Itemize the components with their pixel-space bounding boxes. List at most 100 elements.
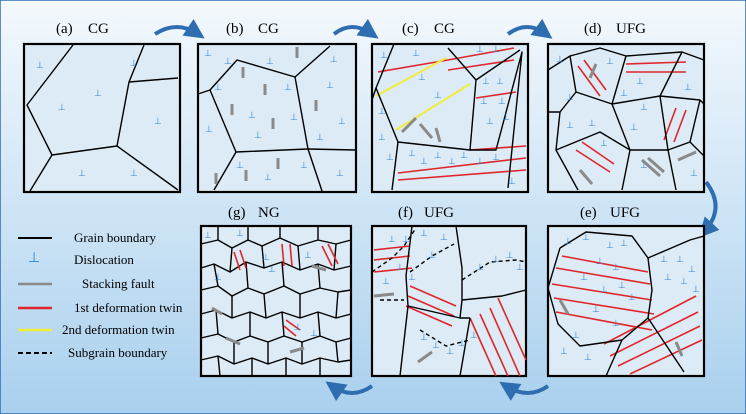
dislocations-e: ⊥⊥ ⊥⊥ ⊥⊥ ⊥⊥ ⊥⊥ ⊥⊥ ⊥⊥ ⊥⊥ ⊥⊥ ⊥⊥ ⊥ — [560, 233, 700, 363]
twins-red-f — [373, 245, 527, 377]
svg-text:⊥: ⊥ — [612, 319, 620, 329]
subgrain-boundaries-f — [371, 227, 527, 347]
panel-title-e: (e) UFG — [580, 205, 640, 221]
legend-item-2nd-twin: 2nd deformation twin — [18, 322, 175, 337]
svg-text:⊥: ⊥ — [154, 117, 162, 127]
svg-text:⊥: ⊥ — [266, 57, 274, 67]
svg-text:⊥: ⊥ — [378, 107, 386, 117]
dislocations-g: ⊥⊥ ⊥⊥ ⊥⊥ ⊥⊥ — [204, 229, 318, 339]
grain-boundaries-e — [547, 231, 705, 377]
legend: Grain boundary ⊥ Dislocation Stacking fa… — [18, 230, 183, 360]
panel-a: ⊥ ⊥ ⊥ ⊥ ⊥ ⊥ ⊥ — [22, 42, 182, 194]
svg-text:⊥: ⊥ — [560, 347, 568, 357]
svg-text:⊥: ⊥ — [496, 77, 504, 87]
svg-text:⊥: ⊥ — [418, 73, 426, 83]
svg-text:⊥: ⊥ — [636, 77, 644, 87]
panel-c: ⊥⊥ ⊥⊥ ⊥⊥ ⊥⊥ ⊥⊥ ⊥⊥ ⊥⊥ ⊥⊥ ⊥⊥ ⊥⊥ ⊥⊥ ⊥ — [370, 42, 530, 194]
panel-letter-e: (e) — [580, 205, 597, 221]
svg-text:⊥: ⊥ — [486, 117, 494, 127]
legend-label: Stacking fault — [82, 276, 155, 291]
grain-boundaries-b — [197, 45, 356, 192]
svg-text:⊥: ⊥ — [660, 255, 668, 265]
svg-text:⊥: ⊥ — [498, 97, 506, 107]
panel-name-f: UFG — [424, 205, 454, 221]
grain-boundaries-a — [26, 44, 179, 192]
stacking-faults-e — [558, 299, 684, 357]
svg-text:⊥: ⊥ — [564, 237, 572, 247]
panel-title-c: (c) CG — [402, 21, 455, 37]
svg-text:⊥: ⊥ — [130, 169, 138, 179]
dislocations-a: ⊥ ⊥ ⊥ ⊥ ⊥ ⊥ ⊥ — [36, 59, 162, 179]
svg-text:⊥: ⊥ — [664, 273, 672, 283]
panel-title-f: (f) UFG — [398, 205, 454, 221]
svg-text:⊥: ⊥ — [688, 265, 696, 275]
svg-text:⊥: ⊥ — [516, 263, 524, 273]
svg-text:⊥: ⊥ — [130, 59, 138, 69]
panel-letter-c: (c) — [402, 21, 419, 37]
svg-text:⊥: ⊥ — [338, 117, 346, 127]
svg-text:⊥: ⊥ — [640, 103, 648, 113]
svg-text:⊥: ⊥ — [600, 285, 608, 295]
stacking-faults-d — [578, 63, 697, 185]
svg-text:⊥: ⊥ — [58, 103, 66, 113]
svg-text:⊥: ⊥ — [676, 255, 684, 265]
svg-text:⊥: ⊥ — [640, 161, 648, 171]
legend-item-1st-twin: 1st deformation twin — [18, 300, 183, 315]
stacking-faults-g — [211, 264, 327, 354]
dislocations-f: ⊥⊥ ⊥⊥ ⊥⊥ ⊥⊥ ⊥⊥ ⊥⊥ ⊥⊥ ⊥⊥ ⊥ — [382, 229, 524, 357]
svg-text:⊥: ⊥ — [420, 333, 428, 343]
svg-text:⊥: ⊥ — [204, 231, 212, 241]
svg-text:⊥: ⊥ — [254, 131, 262, 141]
svg-text:⊥: ⊥ — [290, 113, 298, 123]
svg-text:⊥: ⊥ — [460, 151, 468, 161]
svg-text:⊥: ⊥ — [388, 235, 396, 245]
svg-text:⊥: ⊥ — [214, 83, 222, 93]
svg-text:⊥: ⊥ — [458, 339, 466, 349]
svg-text:⊥: ⊥ — [448, 157, 456, 167]
panel-d: ⊥⊥ ⊥⊥ ⊥⊥ ⊥⊥ ⊥⊥ ⊥⊥ ⊥ — [546, 42, 706, 194]
grain-boundaries-f — [399, 225, 527, 377]
panel-name-a: CG — [88, 21, 109, 37]
svg-text:⊥: ⊥ — [94, 89, 102, 99]
legend-label: Grain boundary — [74, 230, 156, 245]
svg-text:⊥: ⊥ — [580, 273, 588, 283]
arrow-a-to-b — [153, 19, 205, 39]
panel-letter-g: (g) — [228, 205, 246, 221]
stacking-faults-c — [400, 116, 442, 143]
svg-text:⊥: ⊥ — [476, 263, 484, 273]
svg-text:⊥: ⊥ — [434, 151, 442, 161]
svg-text:⊥: ⊥ — [582, 233, 590, 243]
panel-letter-a: (a) — [56, 21, 73, 37]
twins-yellow-c — [375, 57, 471, 131]
svg-text:⊥: ⊥ — [236, 161, 244, 171]
svg-text:⊥: ⊥ — [284, 83, 292, 93]
svg-text:⊥: ⊥ — [630, 123, 638, 133]
svg-text:⊥: ⊥ — [612, 263, 620, 273]
svg-text:⊥: ⊥ — [408, 273, 416, 283]
svg-text:⊥: ⊥ — [78, 169, 86, 179]
svg-text:⊥: ⊥ — [618, 281, 626, 291]
panel-letter-b: (b) — [226, 21, 244, 37]
svg-text:⊥: ⊥ — [204, 49, 212, 59]
svg-text:⊥: ⊥ — [205, 125, 213, 135]
svg-text:⊥: ⊥ — [248, 111, 256, 121]
svg-text:⊥: ⊥ — [36, 61, 44, 71]
twins-red-e — [551, 255, 703, 375]
svg-text:⊥: ⊥ — [380, 51, 388, 61]
svg-text:⊥: ⊥ — [382, 277, 390, 287]
svg-text:⊥: ⊥ — [214, 273, 222, 283]
svg-text:⊥: ⊥ — [470, 331, 478, 341]
svg-text:⊥: ⊥ — [692, 285, 700, 295]
svg-text:⊥: ⊥ — [330, 55, 338, 65]
svg-text:⊥: ⊥ — [236, 229, 244, 239]
svg-text:⊥: ⊥ — [294, 323, 302, 333]
svg-text:⊥: ⊥ — [620, 239, 628, 249]
legend-item-grain-boundary: Grain boundary — [18, 230, 156, 245]
svg-text:⊥: ⊥ — [402, 235, 410, 245]
twins-red-g — [233, 243, 339, 337]
svg-text:⊥: ⊥ — [588, 119, 596, 129]
svg-text:⊥: ⊥ — [476, 45, 484, 55]
grain-boundaries-c — [371, 43, 523, 191]
legend-item-dislocation: ⊥ Dislocation — [28, 250, 134, 267]
twins-red-d — [575, 59, 687, 173]
